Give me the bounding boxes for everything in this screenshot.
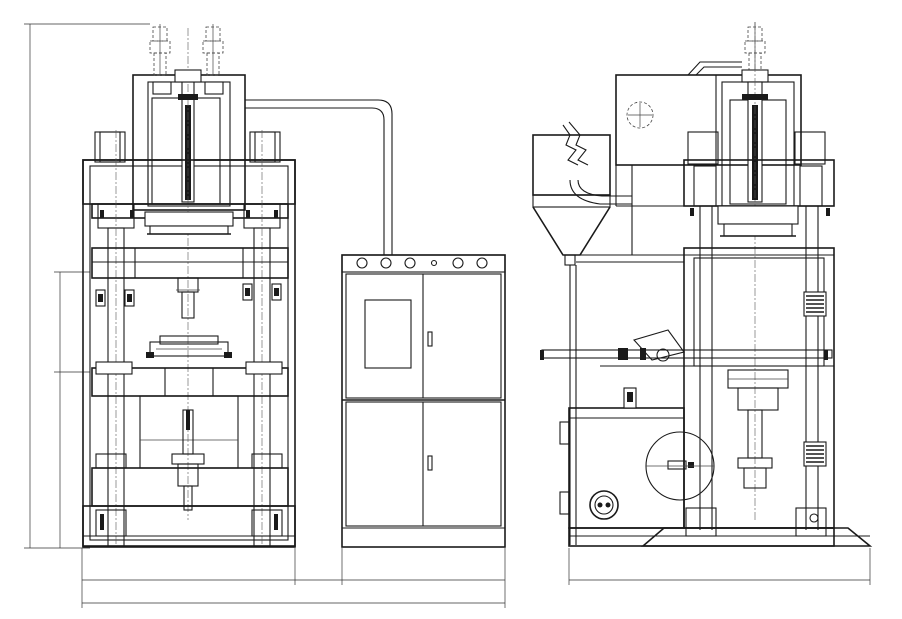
top-valve-left	[149, 24, 171, 76]
hydraulic-pipe	[245, 99, 393, 255]
vent-grille-upper	[803, 291, 827, 317]
control-cabinet-view	[341, 254, 506, 548]
feeder-arm	[540, 329, 833, 362]
vent-grille-lower	[803, 441, 827, 467]
dimension-lines	[24, 23, 871, 608]
front-elevation-view	[82, 24, 296, 548]
side-elevation-view	[532, 22, 873, 547]
pump-port	[589, 490, 619, 520]
powder-hopper	[532, 121, 632, 266]
indicator-lights	[356, 257, 488, 269]
top-valve-right	[202, 24, 224, 76]
pressure-gauge	[645, 431, 715, 501]
